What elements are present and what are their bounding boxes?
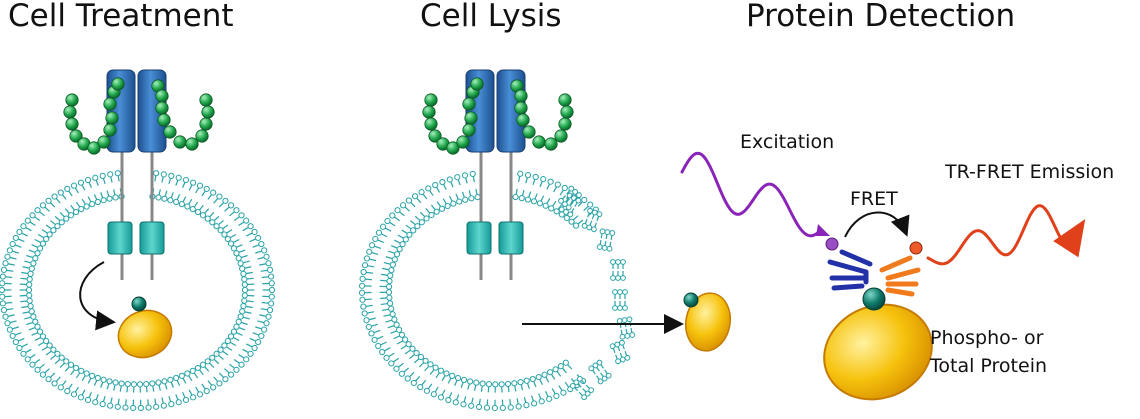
fret-label: FRET	[850, 188, 898, 210]
donor-antibody	[827, 249, 873, 291]
target-protein-treatment	[117, 296, 173, 359]
protein-label-line1: Phospho- or	[930, 327, 1044, 349]
emission-label: TR-FRET Emission	[944, 161, 1114, 183]
ligand-beads-treatment	[63, 77, 215, 155]
title-cell-lysis: Cell Lysis	[420, 0, 561, 34]
ligand-beads-lysis	[422, 77, 574, 155]
acceptor-fluorophore	[909, 241, 923, 255]
donor-fluorophore	[825, 237, 839, 251]
excitation-arrowhead	[816, 224, 830, 236]
excitation-label: Excitation	[740, 131, 834, 153]
fret-arrow	[844, 211, 910, 238]
acceptor-antibody	[879, 255, 921, 297]
released-protein	[683, 292, 731, 352]
protein-label-line2: Total Protein	[929, 355, 1047, 377]
cell-membrane-lysed	[358, 170, 636, 412]
cell-membrane-intact	[0, 170, 276, 412]
emission-wave	[926, 204, 1086, 266]
signal-arrow	[79, 261, 116, 331]
title-cell-treatment: Cell Treatment	[8, 0, 234, 34]
detected-protein	[823, 287, 933, 401]
title-protein-detection: Protein Detection	[746, 0, 1015, 34]
excitation-wave	[680, 151, 822, 238]
